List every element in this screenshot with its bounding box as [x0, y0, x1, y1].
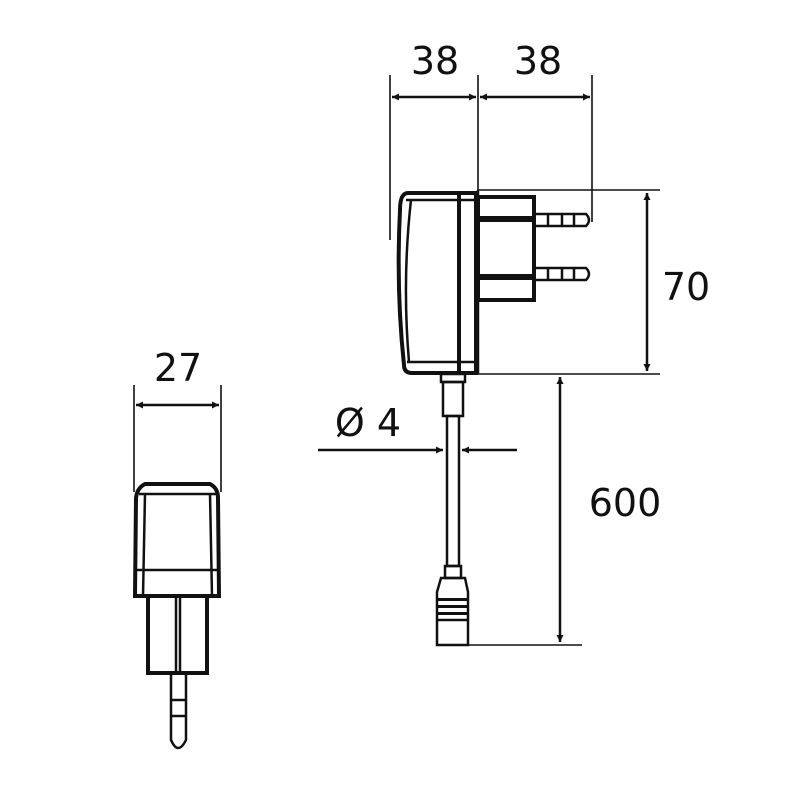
front-plug-pin: [169, 673, 188, 750]
dimension-label-width-right: 38: [514, 39, 562, 83]
strain-relief: [441, 380, 465, 418]
plug-pin-top: [534, 212, 591, 228]
dimension-label-front-width: 27: [154, 346, 202, 390]
dimension-label-diameter: Ø 4: [335, 401, 401, 445]
side-view: 38 38 70 600 Ø 4: [318, 39, 710, 647]
front-view: 27: [132, 346, 222, 750]
front-plug-block: [146, 594, 209, 675]
dimension-label-width-left: 38: [411, 39, 459, 83]
dimension-label-height: 70: [662, 265, 710, 309]
dimension-label-cable-length: 600: [589, 481, 662, 525]
front-body: [132, 482, 222, 598]
dc-connector: [435, 576, 470, 647]
plug-pin-bottom: [534, 266, 591, 282]
plug-block: [476, 195, 536, 302]
adapter-body: [396, 191, 478, 375]
adapter-body-detail: [404, 198, 476, 364]
cable: [445, 414, 461, 568]
